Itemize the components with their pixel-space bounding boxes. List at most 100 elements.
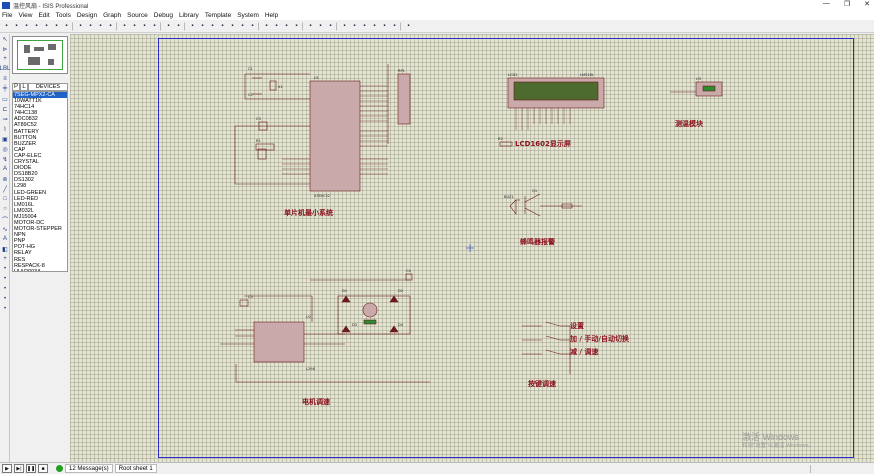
device-list-item[interactable]: BUZZER [14, 140, 36, 147]
open-icon[interactable]: ▪ [15, 23, 18, 29]
block-move-icon[interactable]: ▪ [231, 23, 234, 29]
wire-label-icon[interactable]: LBL [0, 66, 11, 72]
save-icon[interactable]: ▪ [25, 23, 28, 29]
device-list-item[interactable]: DS1302 [14, 177, 34, 184]
menu-design[interactable]: Design [76, 11, 98, 19]
new-icon[interactable]: ▪ [5, 23, 8, 29]
copy-icon[interactable]: ▪ [201, 23, 204, 29]
angle-icon[interactable]: • [3, 286, 7, 292]
menu-graph[interactable]: Graph [103, 11, 122, 19]
menu-help[interactable]: Help [264, 11, 279, 19]
cap-c4[interactable] [405, 273, 413, 281]
device-list-item[interactable]: MOTOR-STEPPER [14, 226, 62, 233]
export-icon[interactable]: ▪ [45, 23, 48, 29]
zoom-in-icon[interactable]: ▪ [123, 23, 126, 29]
pause-button[interactable]: ❚❚ [26, 464, 36, 473]
device-list-item[interactable]: LED-GREEN [14, 189, 47, 196]
device-list-item[interactable]: CRYSTAL [14, 159, 39, 166]
device-list-item[interactable]: 74HC138 [14, 110, 38, 117]
pick-devices-button[interactable]: P [12, 83, 20, 91]
device-list-item[interactable]: MJ15004 [14, 213, 37, 220]
zoom-all-icon[interactable]: ▪ [143, 23, 146, 29]
device-list-item[interactable]: CAP [14, 146, 26, 153]
marker-icon[interactable]: + [3, 256, 7, 262]
menu-source[interactable]: Source [127, 11, 148, 19]
resistor-r2[interactable] [499, 141, 513, 147]
menu-template[interactable]: Template [204, 11, 232, 19]
rotate-ccw-icon[interactable]: • [3, 276, 7, 282]
import-icon[interactable]: ▪ [35, 23, 38, 29]
junction-icon[interactable]: + [3, 56, 7, 62]
circle-icon[interactable]: ○ [3, 206, 7, 212]
probe-v-icon[interactable]: ↯ [2, 156, 8, 163]
schematic-canvas[interactable]: U1 AT89C52 RP1 LCD1 LM016L U3 X1 C1 C2 C… [70, 34, 874, 462]
buzzer[interactable] [509, 199, 517, 215]
resistor-r3[interactable] [561, 203, 573, 209]
ares-icon[interactable]: ▪ [407, 23, 410, 29]
play-button[interactable]: ▶ [2, 464, 12, 473]
maximize-button[interactable]: ❐ [843, 1, 851, 8]
pack-icon[interactable]: ▪ [285, 23, 288, 29]
block-delete-icon[interactable]: ▪ [251, 23, 254, 29]
erc-icon[interactable]: ▪ [383, 23, 386, 29]
remove-sheet-icon[interactable]: ▪ [353, 23, 356, 29]
mirror-y-icon[interactable]: • [3, 306, 7, 312]
reset-button[interactable] [257, 148, 267, 160]
search-tag-icon[interactable]: ▪ [319, 23, 322, 29]
diode-d1[interactable] [341, 295, 351, 303]
device-list-item[interactable]: LM016L [14, 201, 34, 208]
device-list-item[interactable]: RESPACK-8 [14, 262, 45, 269]
message-count[interactable]: 12 Message(s) [65, 464, 113, 473]
terminal-icon[interactable]: ⊏ [2, 106, 8, 113]
exit-parent-icon[interactable]: ▪ [363, 23, 366, 29]
step-button[interactable]: ▶| [14, 464, 24, 473]
cap-c3[interactable] [258, 121, 268, 131]
origin-icon[interactable]: ▪ [99, 23, 102, 29]
block-rotate-icon[interactable]: ▪ [241, 23, 244, 29]
make-device-icon[interactable]: ▪ [275, 23, 278, 29]
device-list-item[interactable]: CAP-ELEC [14, 152, 42, 159]
menu-tools[interactable]: Tools [55, 11, 71, 19]
arc-icon[interactable]: ⌒ [1, 217, 8, 224]
tape-icon[interactable]: ▣ [2, 136, 8, 143]
crystal-x1[interactable] [269, 80, 277, 91]
bom-icon[interactable]: ▪ [373, 23, 376, 29]
box-icon[interactable]: □ [3, 196, 7, 202]
decompose-icon[interactable]: ▪ [295, 23, 298, 29]
menu-debug[interactable]: Debug [153, 11, 173, 19]
device-list-item[interactable]: 7SEG-MPX2-CA [13, 92, 67, 99]
device-list-item[interactable]: 74HC14 [14, 104, 35, 111]
resistor-pack-rp1[interactable] [397, 73, 411, 125]
device-list-item[interactable]: POT-HG [14, 244, 36, 251]
overview-window[interactable] [12, 36, 68, 74]
device-list-item[interactable]: MOTOR-DC [14, 219, 45, 226]
device-list-item[interactable]: DIODE [14, 165, 32, 172]
library-manager-button[interactable]: L [20, 83, 28, 91]
device-list-item[interactable]: RES [14, 256, 26, 263]
mirror-x-icon[interactable]: • [3, 296, 7, 302]
instrument-icon[interactable]: ⊚ [2, 176, 8, 183]
menu-view[interactable]: View [18, 11, 33, 19]
zoom-out-icon[interactable]: ▪ [133, 23, 136, 29]
area-icon[interactable]: ▪ [65, 23, 68, 29]
undo-icon[interactable]: ▪ [167, 23, 170, 29]
path-icon[interactable]: ∿ [2, 226, 8, 233]
grid-icon[interactable]: ▪ [89, 23, 92, 29]
pick-icon[interactable]: ▪ [265, 23, 268, 29]
symbol-icon[interactable]: ◧ [2, 246, 8, 253]
select-icon[interactable]: ↖ [2, 36, 8, 43]
generator-icon[interactable]: ◎ [2, 146, 8, 153]
device-list-item[interactable]: BATTERY [14, 128, 39, 135]
device-list-item[interactable]: NPN [14, 232, 26, 239]
device-list-item[interactable]: DS18B20 [14, 171, 38, 178]
device-list-item[interactable]: LM032L [14, 207, 34, 214]
mcu-chip[interactable] [309, 80, 361, 192]
component-icon[interactable]: ⊳ [2, 46, 8, 53]
rotate-cw-icon[interactable]: • [3, 266, 7, 272]
device-list-item[interactable]: ULN2003A [14, 268, 41, 272]
subcircuit-icon[interactable]: ▭ [2, 96, 8, 103]
graph-icon[interactable]: ⌇ [3, 126, 7, 133]
device-list-item[interactable]: 10WATT1K [14, 98, 42, 105]
motor-driver-l298[interactable] [253, 321, 305, 363]
